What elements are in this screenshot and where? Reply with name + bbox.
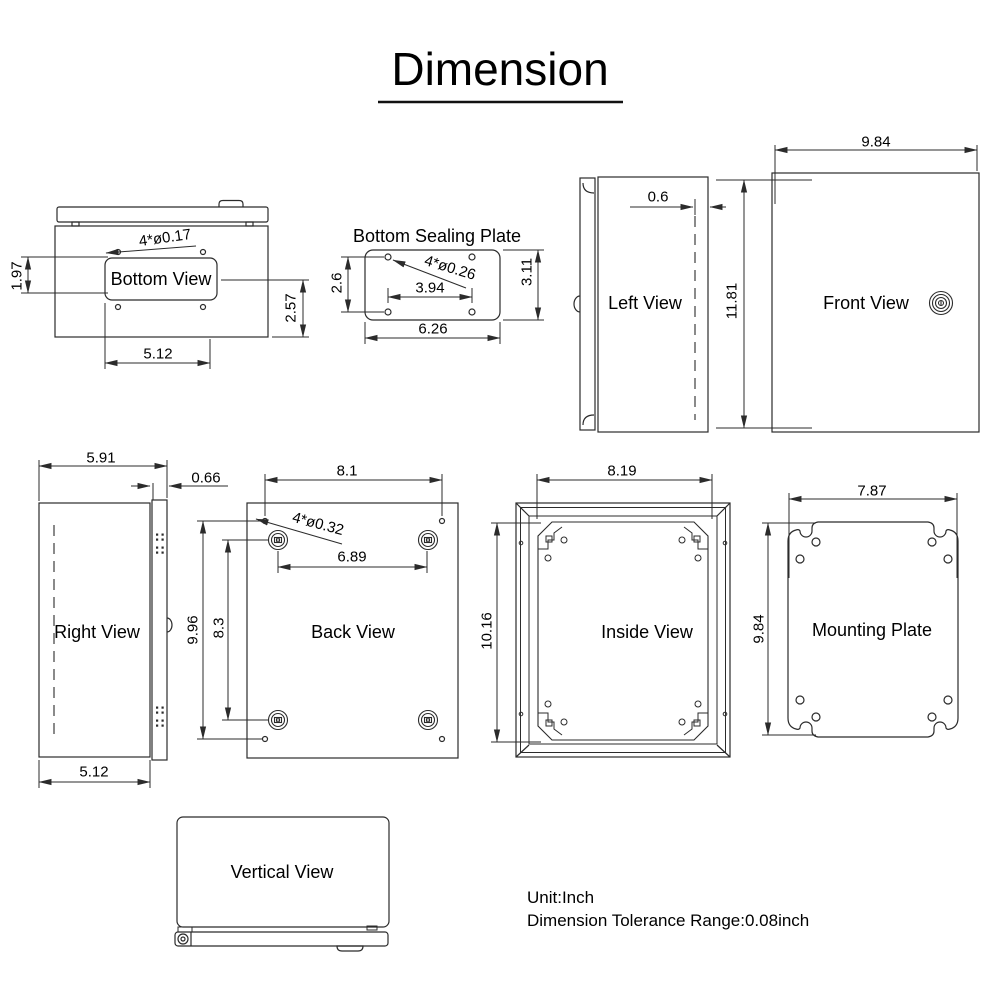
back-view-outline: [246, 502, 459, 759]
back-view-label: Back View: [311, 622, 395, 642]
left-view-outline: [573, 176, 709, 433]
inside-view-plate-details: [518, 526, 728, 736]
sealing-plate-label: Bottom Sealing Plate: [352, 226, 522, 246]
mounting-plate-width-dim: 7.87: [857, 482, 887, 500]
right-view-label: Right View: [54, 622, 140, 642]
sealing-plate-inner-height-dim: 2.6: [328, 272, 346, 294]
bottom-view-outline: [54, 199, 269, 338]
sealing-plate-dimension-lines: [341, 249, 544, 344]
mounting-plate-outline: [787, 521, 959, 738]
front-view-lock-icon: [928, 290, 954, 316]
right-view-depth-total-dim: 5.91: [86, 449, 116, 467]
back-view-hole-span-h-dim: 8.1: [336, 462, 358, 480]
bottom-view-dimension-lines: [21, 245, 309, 369]
bottom-view-label: Bottom View: [110, 269, 212, 289]
front-view-dimension-lines: [774, 145, 978, 204]
inside-view-label: Inside View: [601, 622, 693, 642]
bottom-view-right-height-dim: 2.57: [282, 293, 300, 323]
right-view-outline: [38, 499, 173, 761]
sealing-plate-hole-span-dim: 3.94: [415, 279, 445, 297]
vertical-view-outline: [174, 816, 390, 952]
mounting-plate-height-dim: 9.84: [750, 614, 768, 644]
bottom-view-plate-height-dim: 1.97: [8, 261, 26, 291]
inside-view-height-dim: 10.16: [478, 612, 496, 650]
left-view-height-dim: 11.81: [723, 282, 741, 320]
back-view-dimension-lines: [197, 474, 443, 740]
inside-view-dimension-lines: [491, 474, 713, 743]
mounting-plate-label: Mounting Plate: [811, 620, 933, 640]
back-view-boss-span-h-dim: 6.89: [337, 548, 367, 566]
back-view-hole-span-v-dim: 9.96: [184, 615, 202, 645]
right-view-door-dim: 0.66: [191, 469, 221, 487]
right-view-hinge-dots: [156, 533, 164, 727]
left-view-door-offset-dim: 0.6: [647, 188, 669, 206]
front-view-label: Front View: [823, 293, 909, 313]
left-view-label: Left View: [608, 293, 682, 313]
sealing-plate-height-dim: 3.11: [518, 257, 536, 287]
inside-view-width-dim: 8.19: [607, 462, 637, 480]
back-view-boss-span-v-dim: 8.3: [210, 617, 228, 639]
tolerance-note: Dimension Tolerance Range:0.08inch: [527, 911, 810, 930]
sealing-plate-width-dim: 6.26: [418, 320, 448, 338]
inside-view-outline: [515, 502, 731, 758]
right-view-depth-body-dim: 5.12: [79, 763, 109, 781]
bottom-view-width-dim: 5.12: [143, 345, 173, 363]
front-view-width-dim: 9.84: [861, 133, 891, 151]
sealing-plate-outline: [364, 249, 501, 321]
right-view-dimension-lines: [38, 460, 228, 788]
front-view-outline: [771, 172, 980, 433]
back-view-mounting-bosses: [267, 529, 439, 731]
left-view-dimension-lines: [630, 179, 812, 429]
vertical-view-label: Vertical View: [230, 862, 334, 882]
page-title: Dimension: [391, 43, 609, 95]
mounting-plate-dimension-lines: [762, 493, 958, 736]
unit-note: Unit:Inch: [527, 888, 595, 907]
